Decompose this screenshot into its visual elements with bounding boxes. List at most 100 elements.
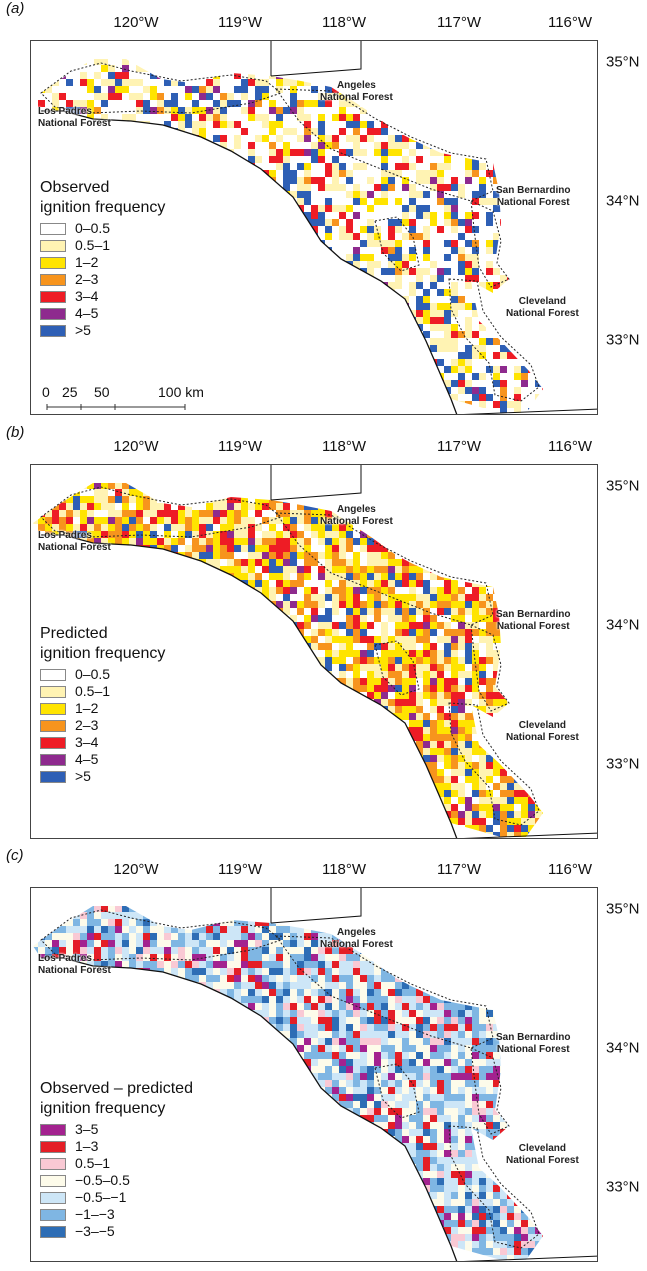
grid-cell [479, 100, 486, 107]
grid-cell [276, 233, 283, 240]
grid-cell [262, 552, 269, 559]
grid-cell [325, 401, 332, 408]
grid-cell [185, 240, 192, 247]
grid-cell [325, 296, 332, 303]
grid-cell [33, 510, 38, 517]
grid-cell [73, 163, 80, 170]
grid-cell [143, 345, 150, 352]
grid-cell [367, 156, 374, 163]
grid-cell [108, 559, 115, 566]
grid-cell [360, 114, 367, 121]
grid-cell [388, 331, 395, 338]
grid-cell [493, 135, 500, 142]
grid-cell [458, 114, 465, 121]
grid-cell [255, 142, 262, 149]
grid-cell [157, 65, 164, 72]
grid-cell [234, 163, 241, 170]
grid-cell [311, 345, 318, 352]
grid-cell [101, 72, 108, 79]
grid-cell [500, 517, 507, 524]
grid-cell [514, 359, 521, 366]
grid-cell [192, 296, 199, 303]
grid-cell [521, 496, 528, 503]
grid-cell [402, 121, 409, 128]
grid-cell [80, 503, 87, 510]
grid-cell [423, 545, 430, 552]
grid-cell [507, 51, 514, 58]
grid-cell [395, 496, 402, 503]
grid-cell [45, 79, 52, 86]
grid-cell [80, 135, 87, 142]
grid-cell [297, 345, 304, 352]
grid-cell [227, 184, 234, 191]
grid-cell [402, 240, 409, 247]
grid-cell [33, 247, 38, 254]
grid-cell [549, 408, 556, 415]
grid-cell [66, 366, 73, 373]
grid-cell [94, 475, 101, 482]
grid-cell [185, 510, 192, 517]
grid-cell [423, 324, 430, 331]
grid-cell [255, 268, 262, 275]
grid-cell [45, 517, 52, 524]
grid-cell [388, 387, 395, 394]
grid-cell [297, 198, 304, 205]
forest-boundary [470, 200, 510, 288]
grid-cell [59, 163, 66, 170]
grid-cell [332, 219, 339, 226]
grid-cell [402, 373, 409, 380]
grid-cell [220, 282, 227, 289]
grid-cell [185, 59, 192, 65]
grid-cell [241, 331, 248, 338]
grid-cell [465, 107, 472, 114]
grid-cell [255, 545, 262, 552]
grid-cell [521, 331, 528, 338]
grid-cell [360, 324, 367, 331]
grid-cell [472, 128, 479, 135]
grid-cell [87, 51, 94, 58]
grid-cell [535, 366, 542, 373]
grid-cell [458, 261, 465, 268]
grid-cell [430, 317, 437, 324]
grid-cell [451, 538, 458, 545]
grid-cell [59, 65, 66, 72]
grid-cell [325, 366, 332, 373]
grid-cell [332, 93, 339, 100]
grid-cell [346, 275, 353, 282]
grid-cell [33, 261, 38, 268]
grid-cell [423, 510, 430, 517]
grid-cell [143, 352, 150, 359]
grid-cell [192, 205, 199, 212]
grid-cell [290, 254, 297, 261]
grid-cell [290, 552, 297, 559]
grid-cell [185, 359, 192, 366]
grid-cell [395, 212, 402, 219]
grid-cell [283, 128, 290, 135]
grid-cell [458, 510, 465, 517]
grid-cell [346, 380, 353, 387]
grid-cell [178, 496, 185, 503]
grid-cell [318, 338, 325, 345]
grid-cell [500, 219, 507, 226]
grid-cell [437, 114, 444, 121]
grid-cell [199, 163, 206, 170]
grid-cell [409, 100, 416, 107]
grid-cell [479, 247, 486, 254]
grid-cell [199, 475, 206, 482]
grid-cell [535, 254, 542, 261]
grid-cell [122, 51, 129, 58]
grid-cell [101, 475, 108, 482]
grid-cell [388, 275, 395, 282]
grid-cell [388, 205, 395, 212]
grid-cell [255, 289, 262, 296]
grid-cell [143, 394, 150, 401]
grid-cell [332, 268, 339, 275]
grid-cell [311, 100, 318, 107]
grid-cell [33, 380, 38, 387]
grid-cell [269, 380, 276, 387]
grid-cell [192, 317, 199, 324]
grid-cell [409, 524, 416, 531]
grid-cell [486, 275, 493, 282]
grid-cell [521, 72, 528, 79]
